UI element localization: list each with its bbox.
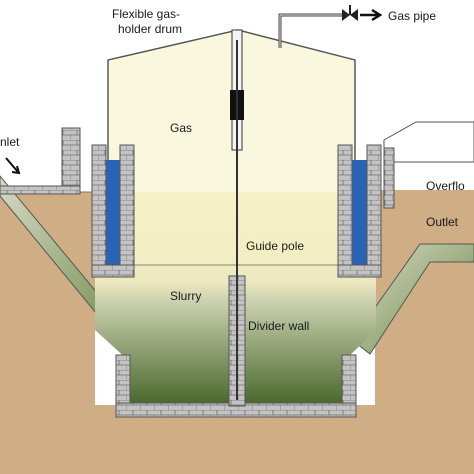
ground-right	[375, 190, 474, 474]
gas-pipe-inner	[279, 14, 342, 48]
label-inlet: nlet	[0, 135, 20, 149]
gas-pipe-arrow	[360, 8, 383, 22]
label-gas: Gas	[170, 121, 192, 135]
label-gas-pipe: Gas pipe	[388, 9, 436, 23]
water-seal-right	[350, 160, 368, 266]
overflow-house	[383, 121, 474, 163]
label-divider-wall: Divider wall	[248, 319, 309, 333]
wall-right-base	[337, 264, 382, 278]
label-slurry: Slurry	[170, 289, 201, 303]
label-guide-pole: Guide pole	[246, 239, 304, 253]
wall-left-inner	[119, 144, 135, 276]
valve-icon	[342, 5, 358, 21]
wall-right-inner	[337, 144, 353, 276]
label-drum-line1: Flexible gas-	[112, 7, 180, 21]
lower-wall-left	[115, 354, 131, 408]
water-seal-left	[104, 160, 122, 266]
lower-wall-right	[341, 354, 357, 408]
label-overflow: Overflo	[426, 179, 465, 193]
inlet-arrow	[5, 157, 21, 175]
label-drum-line2: holder drum	[118, 22, 182, 36]
wall-right-outer	[366, 144, 382, 276]
wall-left-outer	[91, 144, 107, 276]
outlet-channel	[351, 243, 474, 355]
label-outlet: Outlet	[426, 215, 459, 229]
inlet-wall	[61, 127, 81, 193]
inlet-ledge	[0, 185, 81, 195]
wall-left-base	[91, 264, 135, 278]
overflow-wall	[383, 147, 395, 209]
